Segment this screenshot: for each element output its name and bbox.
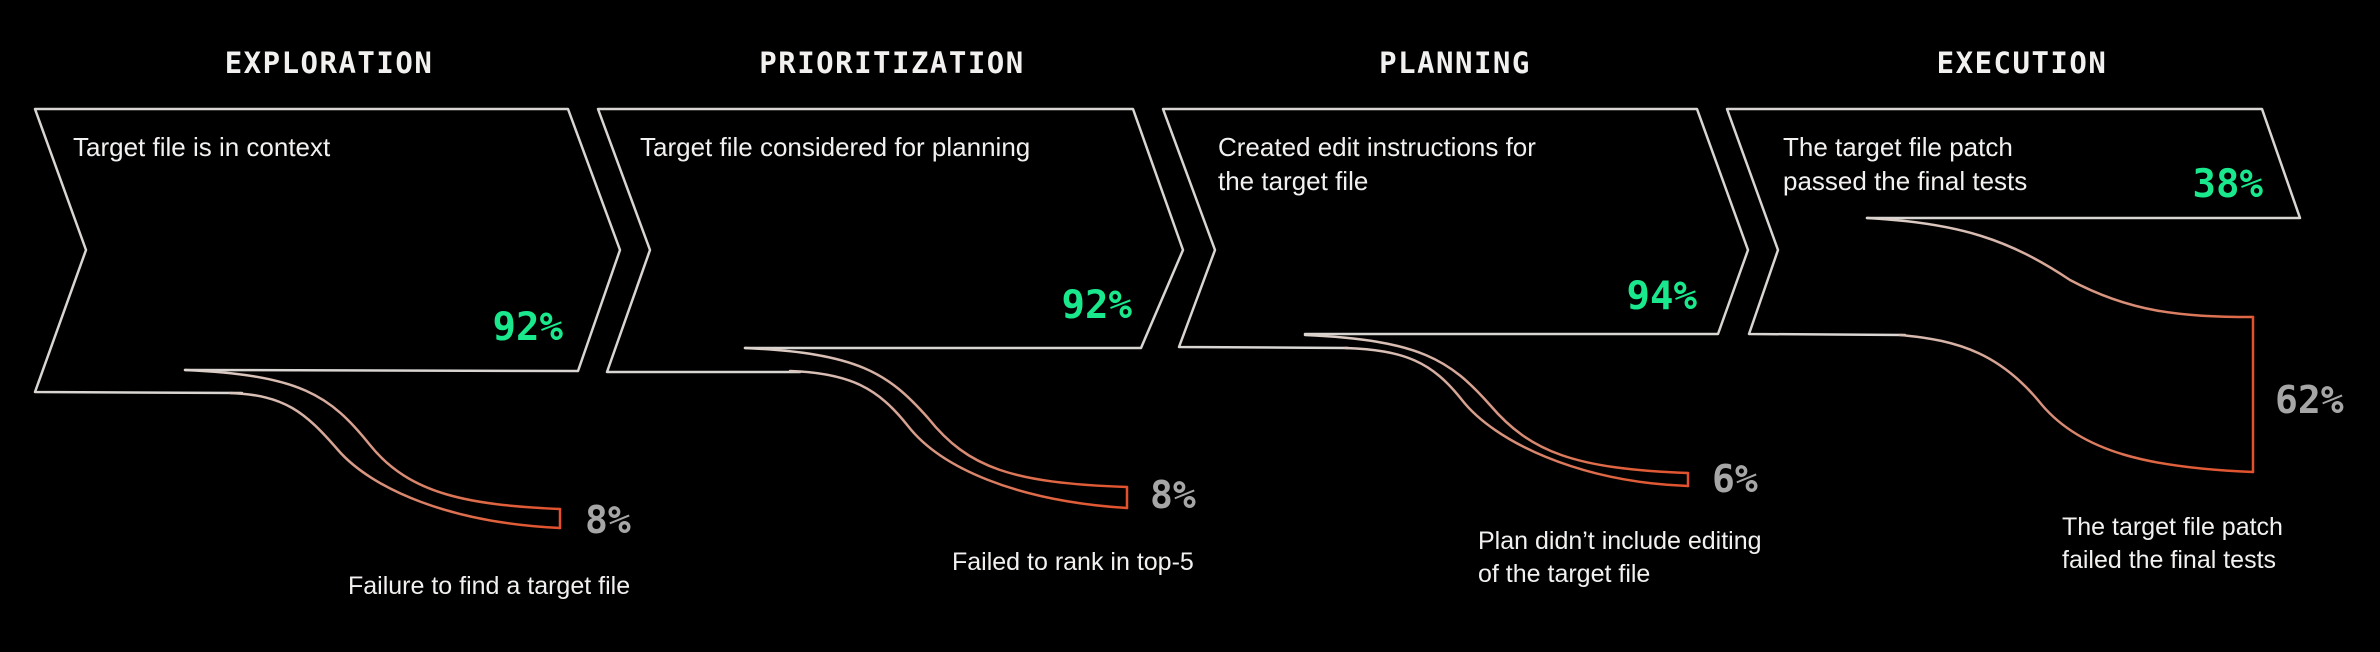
stage4-drop-reason: The target file patch failed the final t… [2062, 511, 2283, 577]
stage4-fail-flow-lower [1898, 333, 2255, 474]
stage2-pass-pct: 92% [1061, 283, 1132, 328]
stage1-fail-flow-lower [228, 391, 562, 530]
stage4-drop-pct: 62% [2275, 378, 2344, 422]
stage4-fail-flow-upper [1865, 216, 2255, 319]
stage3-drop-reason: Plan didn’t include editing of the targe… [1478, 525, 1762, 591]
stage4-description-line1: The target file patch [1783, 132, 2013, 162]
stage4-description: The target file patch passed the final t… [1783, 130, 2027, 198]
stage3-pass-pct: 94% [1626, 274, 1697, 319]
stage-title-exploration: EXPLORATION [224, 46, 434, 80]
stage2-fail-flow-upper [743, 346, 1129, 489]
stage2-drop-pct: 8% [1150, 473, 1196, 517]
stage2-fail-flow-lower [788, 369, 1129, 510]
stage3-description-line1: Created edit instructions for [1218, 132, 1536, 162]
stage1-drop-reason-line1: Failure to find a target file [348, 572, 631, 600]
stage1-description-line1: Target file is in context [73, 132, 331, 162]
stage3-fail-flow-upper [1303, 333, 1690, 475]
stage1-description: Target file is in context [73, 130, 330, 164]
stage2-drop-reason-line1: Failed to rank in top-5 [952, 548, 1194, 576]
stage1-fail-flow-upper [183, 368, 562, 511]
stage3-fail-flow-lower [1343, 346, 1690, 488]
stage1-chevron-outline [33, 107, 622, 395]
stage-title-prioritization: PRIORITIZATION [759, 46, 1025, 80]
stage3-drop-pct: 6% [1712, 457, 1758, 501]
stage4-description-line2: passed the final tests [1783, 166, 2028, 196]
stage2-chevron-outline [596, 107, 1185, 374]
stage2-description: Target file considered for planning [640, 130, 1030, 164]
stage2-description-line1: Target file considered for planning [640, 132, 1031, 162]
stage-title-planning: PLANNING [1379, 46, 1531, 80]
stage3-description: Created edit instructions for the target… [1218, 130, 1536, 198]
stage4-drop-reason-line1: The target file patch [2062, 513, 2283, 541]
stage2-drop-reason: Failed to rank in top-5 [952, 546, 1194, 579]
stage1-drop-reason: Failure to find a target file [348, 570, 630, 603]
stage4-chevron-outline [1725, 107, 2302, 337]
stage1-drop-pct: 8% [585, 498, 631, 542]
stage-title-execution: EXECUTION [1936, 46, 2108, 80]
stage3-drop-reason-line1: Plan didn’t include editing [1478, 527, 1762, 555]
stage1-pass-pct: 92% [492, 305, 563, 350]
stage4-pass-pct: 38% [2192, 162, 2263, 207]
stage3-description-line2: the target file [1218, 166, 1369, 196]
stage3-chevron-outline [1161, 107, 1750, 350]
stage3-drop-reason-line2: of the target file [1478, 560, 1651, 588]
stage4-drop-reason-line2: failed the final tests [2062, 546, 2277, 574]
